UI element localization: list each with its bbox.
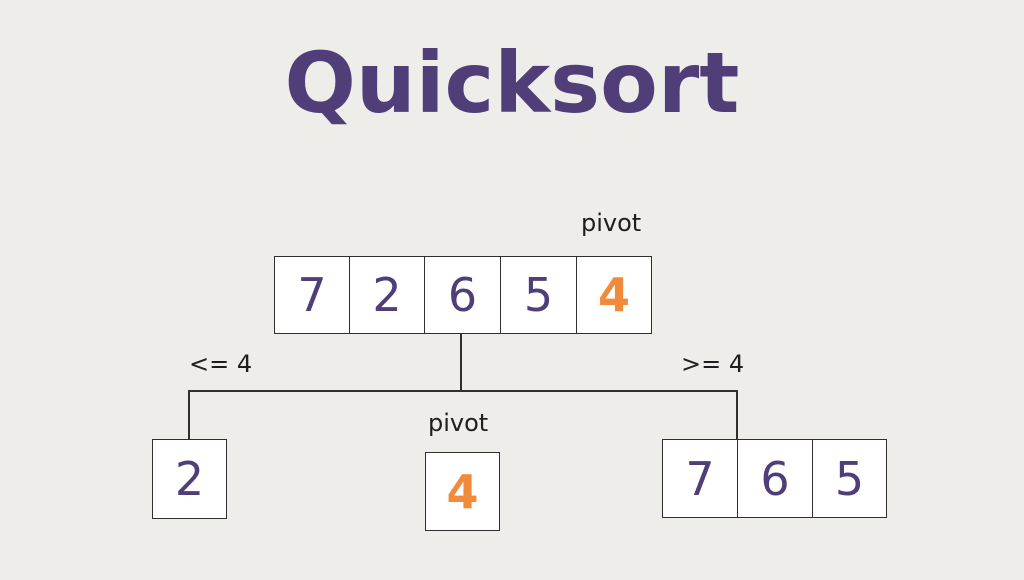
connector-horizontal bbox=[188, 390, 738, 392]
top-array-cell: 6 bbox=[424, 256, 501, 334]
top-array-cell: 5 bbox=[500, 256, 577, 334]
connector-left-drop bbox=[188, 390, 190, 440]
right-partition-cell: 7 bbox=[662, 439, 738, 518]
middle-pivot-label: pivot bbox=[428, 409, 489, 437]
left-partition-cell: 2 bbox=[152, 439, 227, 519]
page-title: Quicksort bbox=[284, 34, 740, 132]
right-branch-label: >= 4 bbox=[681, 350, 745, 378]
right-partition-cell: 5 bbox=[812, 439, 887, 518]
top-array-cell: 2 bbox=[349, 256, 425, 334]
top-pivot-label: pivot bbox=[581, 209, 642, 237]
top-array-pivot-cell: 4 bbox=[576, 256, 652, 334]
left-branch-label: <= 4 bbox=[189, 350, 253, 378]
right-partition-cell: 6 bbox=[737, 439, 813, 518]
connector-vertical-top bbox=[460, 334, 462, 391]
top-array-cell: 7 bbox=[274, 256, 350, 334]
connector-right-drop bbox=[736, 390, 738, 440]
middle-pivot-cell: 4 bbox=[425, 452, 500, 531]
